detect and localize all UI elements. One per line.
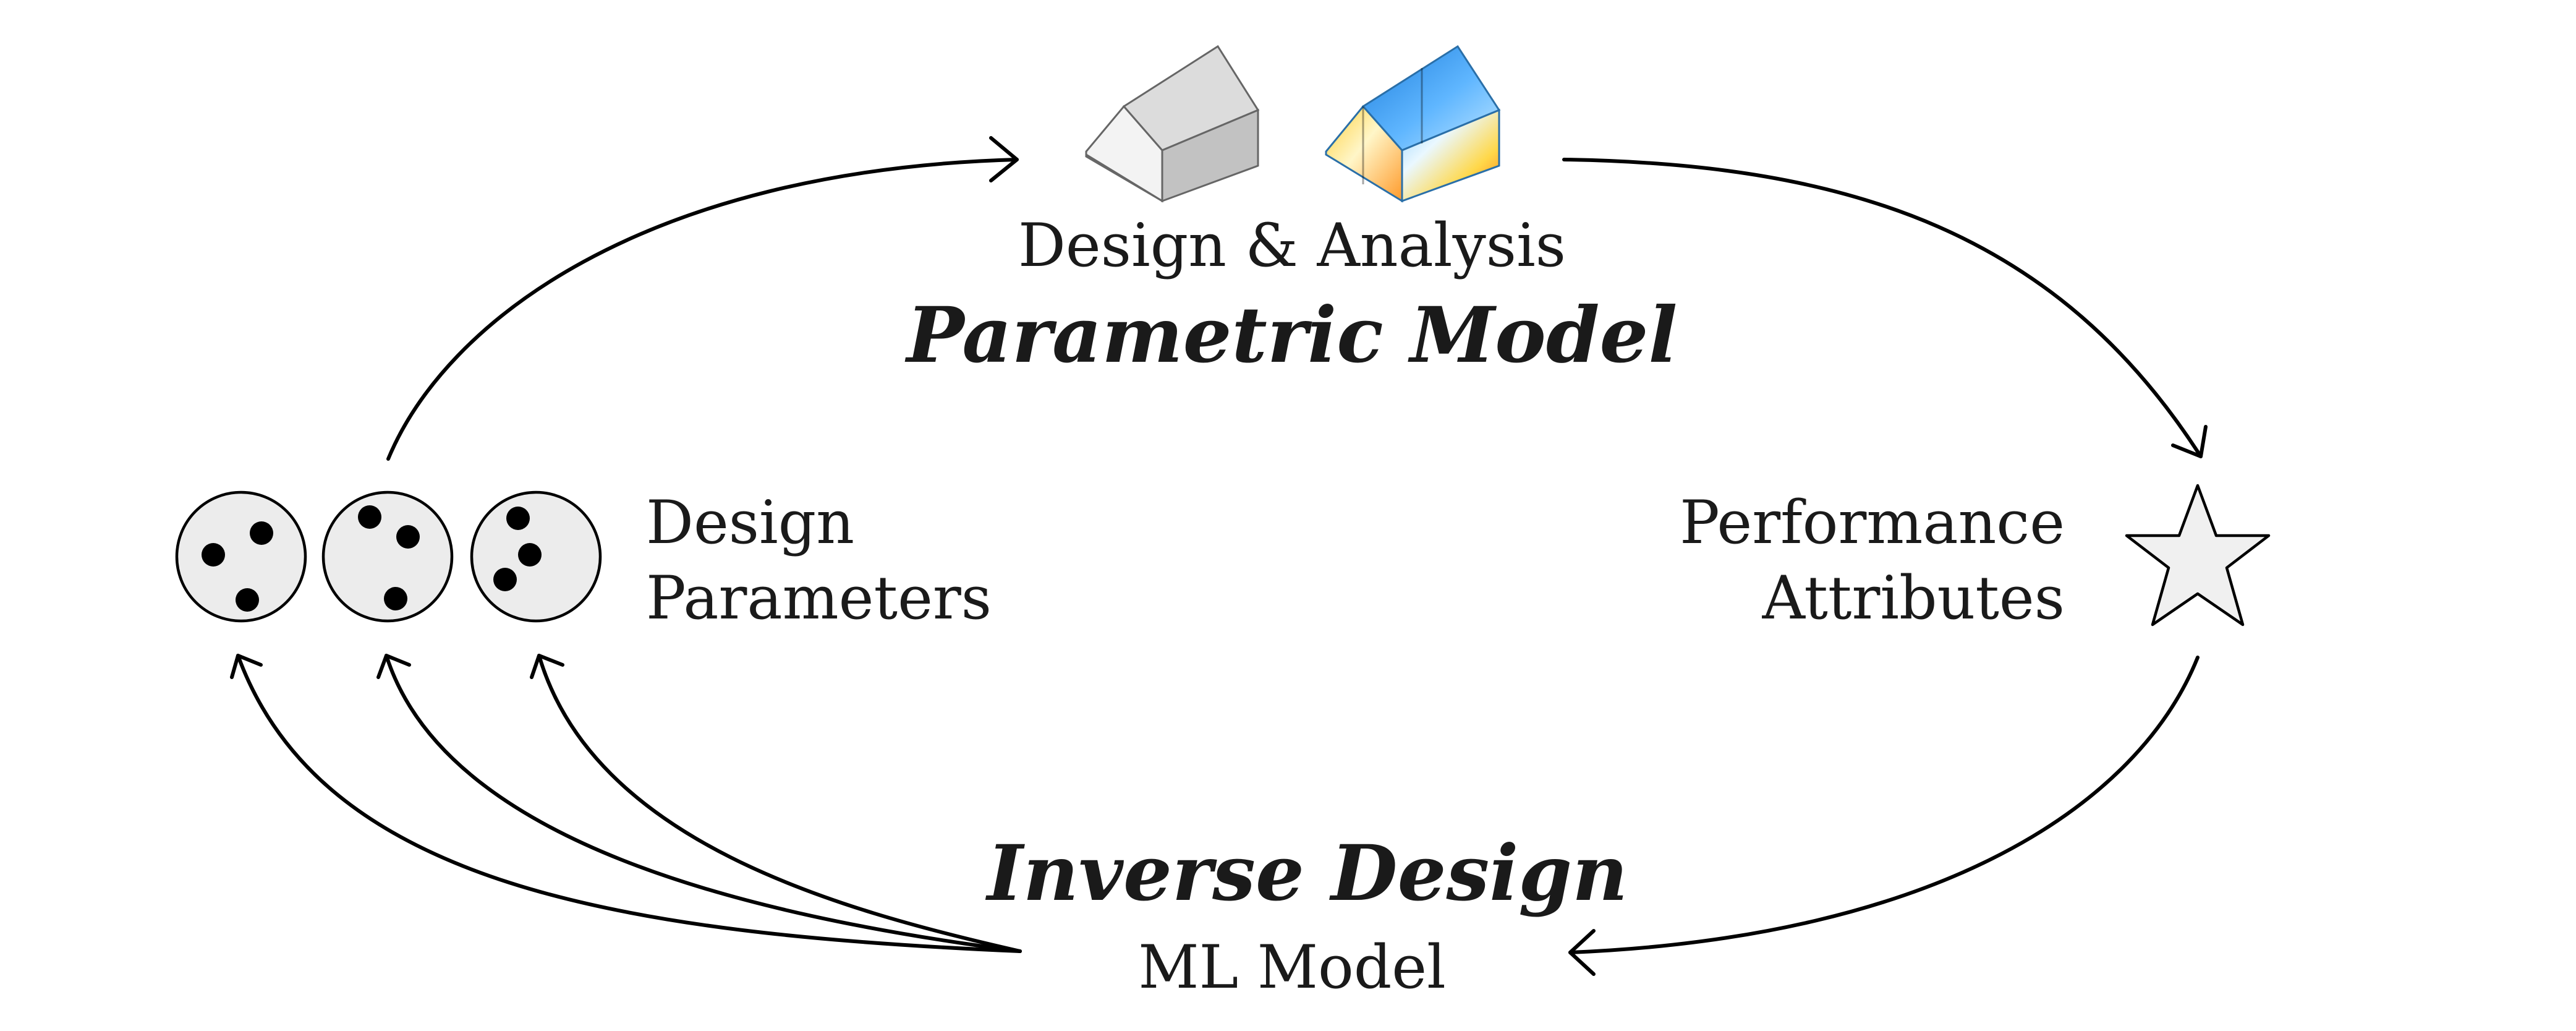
design-parameter-circle — [175, 490, 307, 623]
design-parameters-label-line2: Parameters — [646, 563, 992, 633]
house-model-icon — [1085, 45, 1260, 203]
star-icon — [2125, 484, 2271, 627]
arrow-inverse-design-to-param-1 — [230, 654, 1022, 953]
design-parameters-label-line1: Design — [646, 488, 854, 557]
design-parameter-circle — [321, 490, 454, 623]
performance-attributes-label-line1: Performance — [1680, 488, 2065, 557]
performance-attributes-node: Performance Attributes — [1680, 484, 2271, 633]
performance-attributes-label-line2: Attributes — [1762, 563, 2065, 633]
arrow-model-to-performance — [1562, 158, 2208, 458]
inverse-design-node: Inverse Design ML Model — [985, 829, 1628, 1002]
parametric-model-title: Parametric Model — [904, 291, 1677, 380]
inverse-design-subtitle: ML Model — [1138, 933, 1446, 1002]
inverse-design-title: Inverse Design — [985, 829, 1628, 918]
arrow-performance-to-inverse-design — [1568, 656, 2200, 976]
arrow-inverse-design-to-param-2 — [376, 654, 1022, 953]
design-parameters-node: Design Parameters — [175, 488, 992, 633]
parametric-model-subtitle: Design & Analysis — [1018, 211, 1566, 280]
house-analysis-heatmap-icon — [1325, 45, 1501, 203]
arrow-inverse-design-to-param-3 — [530, 654, 1022, 953]
parametric-model-node: Design & Analysis Parametric Model — [904, 45, 1678, 380]
arrow-params-to-model — [386, 136, 1019, 461]
design-parameter-circle — [470, 490, 602, 623]
